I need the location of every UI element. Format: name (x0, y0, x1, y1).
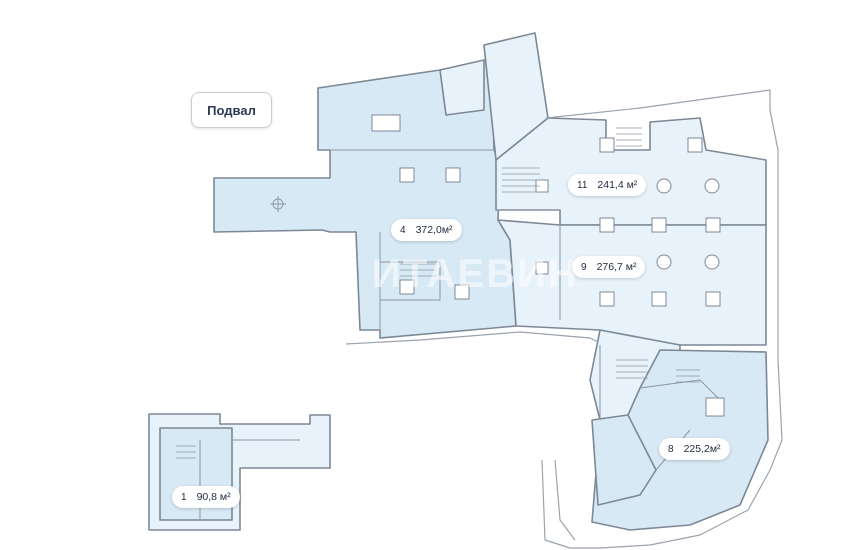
room-badge-8[interactable]: 8 225,2м² (659, 438, 730, 460)
outer-wall (541, 89, 783, 549)
room-number: 9 (581, 261, 587, 273)
room-badge-11[interactable]: 11 241,4 м² (568, 174, 647, 196)
room-8-wing (591, 414, 657, 506)
room-number: 4 (400, 224, 406, 236)
room-badge-9[interactable]: 9 276,7 м² (572, 256, 646, 278)
room-badge-4[interactable]: 4 372,0м² (391, 219, 462, 241)
room-area: 276,7 м² (596, 261, 637, 273)
watermark-text: ИТАЕВИН (372, 252, 579, 296)
floor-label-button[interactable]: Подвал (191, 92, 272, 128)
room-area: 372,0м² (415, 224, 453, 236)
room-number: 11 (577, 179, 588, 191)
room-badge-1[interactable]: 1 90,8 м² (172, 486, 240, 508)
room-area: 241,4 м² (597, 179, 638, 191)
outer-wall-2 (345, 331, 599, 345)
room-area: 225,2м² (683, 443, 721, 455)
room-number: 1 (181, 491, 187, 503)
north-annex (439, 59, 485, 116)
room-number: 8 (668, 443, 674, 455)
outer-wall-3 (554, 459, 576, 541)
room-area: 90,8 м² (196, 491, 231, 503)
